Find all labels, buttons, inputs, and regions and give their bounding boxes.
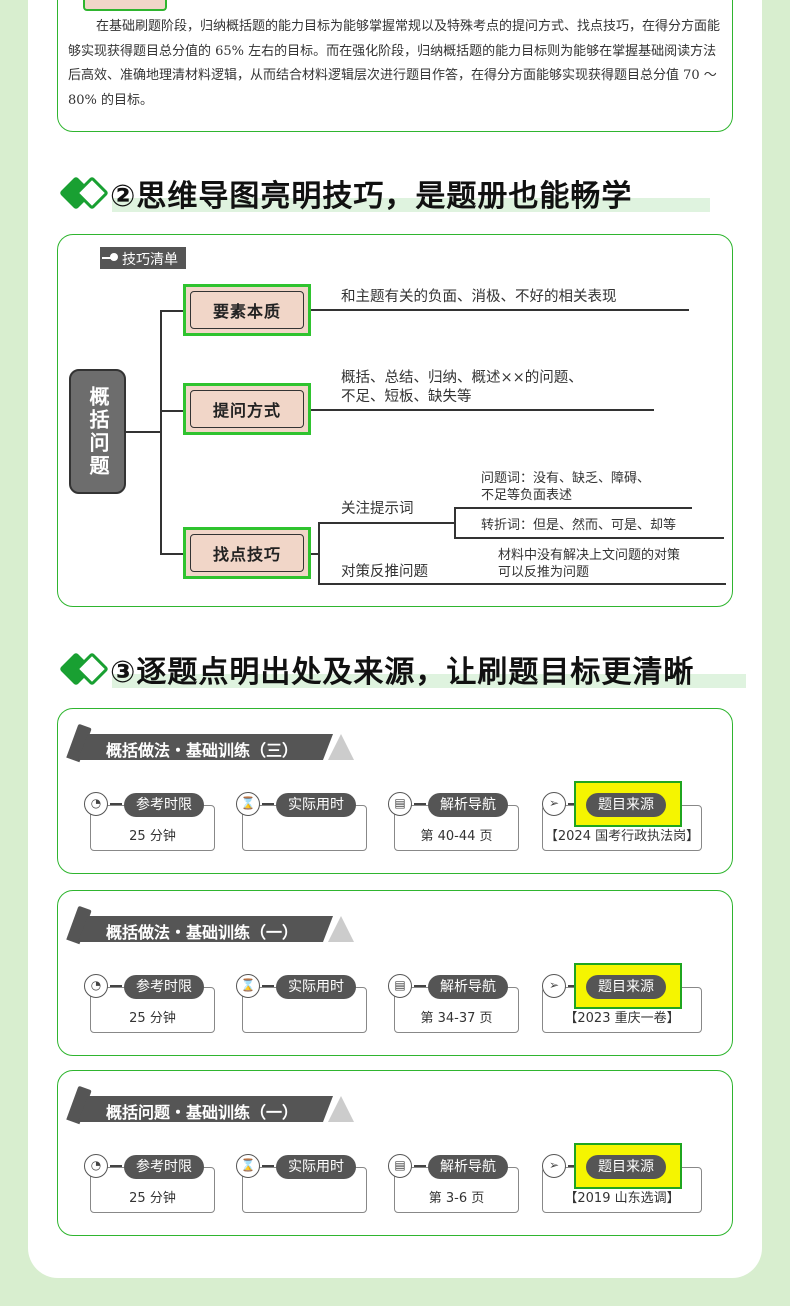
answer-guide-value: 第 34-37 页	[420, 1011, 493, 1026]
hourglass-icon: ⌛	[236, 1154, 260, 1178]
document-icon: ▤	[388, 974, 412, 998]
reference-time-value: 25 分钟	[129, 1191, 176, 1206]
mindmap-root: 概括问题	[69, 369, 126, 494]
answer-guide-value: 第 3-6 页	[428, 1191, 485, 1206]
intro-tab-decoration	[83, 0, 167, 11]
document-icon: ▤	[388, 1154, 412, 1178]
mindmap-tag: 技巧清单	[100, 247, 186, 269]
reference-time: ◔ 参考时限 25 分钟	[84, 781, 264, 861]
reference-time-value: 25 分钟	[129, 829, 176, 844]
gauge-icon: ◔	[84, 974, 108, 998]
paper-plane-icon: ➢	[542, 792, 566, 816]
question-source-value: 【2023 重庆一卷】	[564, 1011, 680, 1026]
section2-heading: ②思维导图亮明技巧，是题册也能畅学	[59, 168, 710, 218]
hourglass-icon: ⌛	[236, 974, 260, 998]
section2-title: ②思维导图亮明技巧，是题册也能畅学	[110, 179, 633, 214]
question-source-label: 题目来源	[586, 975, 666, 999]
node-text: 概括、总结、归纳、概述××的问题、	[341, 370, 583, 386]
question-source-label: 题目来源	[586, 793, 666, 817]
answer-guide-label: 解析导航	[428, 1155, 508, 1179]
reference-time: ◔ 参考时限 25 分钟	[84, 1143, 264, 1223]
question-source: ➢ 题目来源 【2023 重庆一卷】	[542, 963, 722, 1043]
section3-title: ③逐题点明出处及来源，让刷题目标更清晰	[110, 655, 695, 690]
exercise-card: 概括问题・基础训练（一） ◔ 参考时限 25 分钟 ⌛ 实际用时 ▤ 解析导航 …	[57, 1070, 733, 1236]
sub-text: 材料中没有解决上文问题的对策	[498, 548, 681, 563]
node-question-form: 提问方式	[183, 383, 311, 435]
actual-time-label: 实际用时	[276, 1155, 356, 1179]
question-source-value: 【2019 山东选调】	[564, 1191, 680, 1206]
sub-text: 不足等负面表述	[481, 488, 573, 503]
answer-guide-label: 解析导航	[428, 975, 508, 999]
node-element-essence: 要素本质	[183, 284, 311, 336]
question-source-value: 【2024 国考行政执法岗】	[544, 829, 700, 844]
answer-guide-value: 第 40-44 页	[420, 829, 493, 844]
reference-time-label: 参考时限	[124, 1155, 204, 1179]
sub-text: 问题词：没有、缺乏、障碍、	[481, 471, 651, 486]
card-title: 概括做法・基础训练（三）	[78, 734, 333, 760]
gauge-icon: ◔	[84, 1154, 108, 1178]
gauge-icon: ◔	[84, 792, 108, 816]
node-text: 和主题有关的负面、消极、不好的相关表现	[341, 289, 617, 305]
branch-label: 对策反推问题	[341, 564, 428, 580]
answer-guide: ▤ 解析导航 第 34-37 页	[388, 963, 568, 1043]
question-source: ➢ 题目来源 【2019 山东选调】	[542, 1143, 722, 1223]
sub-text: 可以反推为问题	[498, 565, 590, 580]
card-title: 概括做法・基础训练（一）	[78, 916, 333, 942]
exercise-card: 概括做法・基础训练（三） ◔ 参考时限 25 分钟 ⌛ 实际用时 ▤ 解析导航 …	[57, 708, 733, 874]
answer-guide: ▤ 解析导航 第 3-6 页	[388, 1143, 568, 1223]
document-icon: ▤	[388, 792, 412, 816]
actual-time: ⌛ 实际用时	[236, 1143, 416, 1223]
paper-plane-icon: ➢	[542, 1154, 566, 1178]
node-text: 不足、短板、缺失等	[341, 389, 472, 405]
diamond-icon	[59, 649, 110, 689]
paper-plane-icon: ➢	[542, 974, 566, 998]
section3-heading: ③逐题点明出处及来源，让刷题目标更清晰	[59, 644, 746, 694]
branch-label: 关注提示词	[341, 501, 414, 517]
page-panel	[28, 0, 762, 1278]
reference-time-label: 参考时限	[124, 975, 204, 999]
diamond-icon	[59, 173, 110, 213]
reference-time-value: 25 分钟	[129, 1011, 176, 1026]
card-title: 概括问题・基础训练（一）	[78, 1096, 333, 1122]
answer-guide: ▤ 解析导航 第 40-44 页	[388, 781, 568, 861]
intro-paragraph: 在基础刷题阶段，归纳概括题的能力目标为能够掌握常规以及特殊考点的提问方式、找点技…	[68, 19, 721, 108]
actual-time: ⌛ 实际用时	[236, 963, 416, 1043]
sub-text: 转折词：但是、然而、可是、却等	[481, 518, 677, 533]
exercise-card: 概括做法・基础训练（一） ◔ 参考时限 25 分钟 ⌛ 实际用时 ▤ 解析导航 …	[57, 890, 733, 1056]
hourglass-icon: ⌛	[236, 792, 260, 816]
answer-guide-label: 解析导航	[428, 793, 508, 817]
question-source-label: 题目来源	[586, 1155, 666, 1179]
mindmap-box: 技巧清单 概括问题 要素本质 提问方式 找点技巧 和主题有关的负面、消极、不好的…	[57, 234, 733, 607]
actual-time-label: 实际用时	[276, 793, 356, 817]
actual-time-label: 实际用时	[276, 975, 356, 999]
question-source: ➢ 题目来源 【2024 国考行政执法岗】	[542, 781, 722, 861]
reference-time-label: 参考时限	[124, 793, 204, 817]
reference-time: ◔ 参考时限 25 分钟	[84, 963, 264, 1043]
intro-box: 在基础刷题阶段，归纳概括题的能力目标为能够掌握常规以及特殊考点的提问方式、找点技…	[57, 0, 733, 132]
actual-time: ⌛ 实际用时	[236, 781, 416, 861]
node-find-points: 找点技巧	[183, 527, 311, 579]
